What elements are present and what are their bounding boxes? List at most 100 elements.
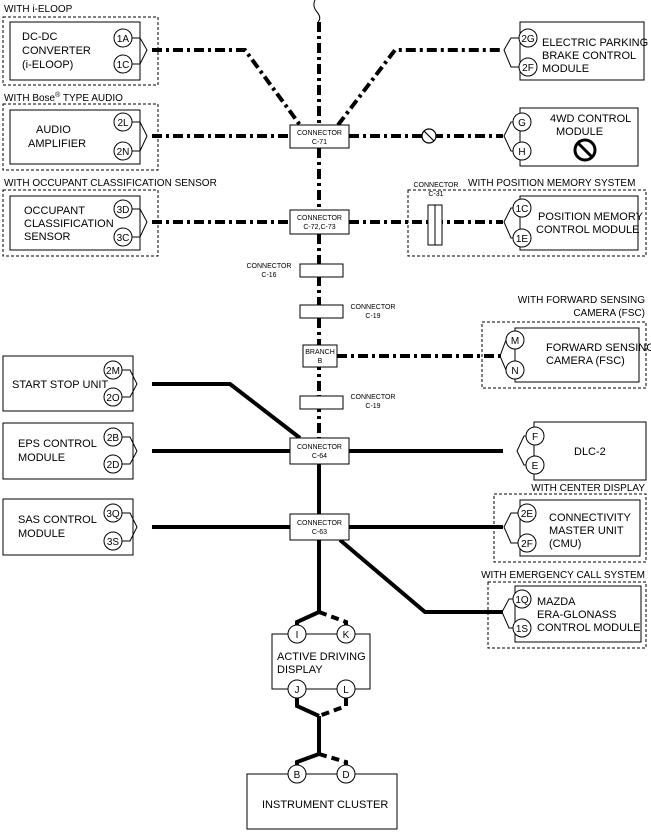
svg-text:INSTRUMENT CLUSTER: INSTRUMENT CLUSTER (262, 799, 388, 811)
svg-text:DC-DC: DC-DC (22, 31, 57, 43)
sas-control-module: SAS CONTROL MODULE 3Q 3S (2, 498, 138, 556)
center-option-frame (493, 493, 647, 563)
pin-2e (517, 503, 537, 523)
svg-text:CLASSIFICATION: CLASSIFICATION (24, 218, 114, 230)
pin-2d (103, 454, 123, 474)
pin-2f (518, 57, 538, 77)
connector-c16: CONNECTOR C-16 (247, 263, 344, 279)
svg-text:(i-ELOOP): (i-ELOOP) (22, 59, 73, 71)
pin-f (525, 426, 545, 446)
ocs-option-frame (2, 189, 159, 257)
svg-text:2D: 2D (107, 460, 120, 471)
connector-c19-lower: CONNECTOR C-19 (299, 394, 396, 410)
svg-text:E: E (532, 461, 539, 472)
svg-text:3Q: 3Q (106, 509, 120, 520)
not-applicable-icon (421, 128, 437, 144)
svg-text:D: D (342, 770, 349, 781)
dcdc-converter-module: DC-DC CONVERTER (i-ELOOP) 1A 1C (9, 21, 148, 81)
pin-2g (518, 28, 538, 48)
group-label-era: WITH EMERGENCY CALL SYSTEM (481, 570, 645, 581)
svg-text:C-31: C-31 (428, 191, 443, 198)
dlc-2-module: DLC-2 F E (516, 421, 647, 481)
svg-text:CONNECTOR: CONNECTOR (351, 304, 396, 311)
group-label-posmem: WITH POSITION MEMORY SYSTEM (468, 178, 635, 189)
svg-text:C-19: C-19 (365, 403, 380, 410)
era-option-frame (487, 581, 647, 649)
svg-text:L: L (343, 685, 349, 696)
pin-3d (113, 199, 133, 219)
svg-text:M: M (511, 336, 519, 347)
svg-text:C-63: C-63 (312, 529, 327, 536)
pin-n (505, 360, 525, 380)
pin-3s (103, 531, 123, 551)
pin-k (336, 624, 356, 644)
connector-c72-c73: CONNECTOR C-72,C-73 (289, 209, 350, 235)
svg-text:ELECTRIC PARKING: ELECTRIC PARKING (542, 37, 648, 49)
pin-1q (512, 589, 532, 609)
dcdc-wire (152, 48, 302, 127)
svg-text:C-72,C-73: C-72,C-73 (303, 224, 335, 231)
awd-control-module: 4WD CONTROL MODULE G H (503, 107, 639, 167)
pin-3q (103, 503, 123, 523)
eps-control-module: EPS CONTROL MODULE 2B 2D (2, 422, 138, 480)
svg-text:CONVERTER: CONVERTER (22, 45, 91, 57)
fsc-option-frame (481, 321, 647, 389)
pin-2l (113, 112, 133, 132)
svg-text:ACTIVE DRIVING: ACTIVE DRIVING (277, 651, 366, 663)
group-label-ieloop: WITH i-ELOOP (4, 4, 73, 15)
svg-text:DISPLAY: DISPLAY (277, 664, 323, 676)
svg-text:4WD CONTROL: 4WD CONTROL (550, 113, 631, 125)
connector-c19-upper: CONNECTOR C-19 (299, 304, 396, 320)
cmu-module: CONNECTIVITY MASTER UNIT (CMU) 2E 2F (503, 499, 641, 557)
svg-text:2M: 2M (106, 366, 120, 377)
svg-text:1A: 1A (117, 34, 130, 45)
svg-text:2N: 2N (117, 147, 130, 158)
svg-text:CONTROL MODULE: CONTROL MODULE (537, 622, 641, 634)
svg-text:CONNECTOR: CONNECTOR (297, 130, 342, 137)
pin-m (505, 330, 525, 350)
svg-text:START STOP UNIT: START STOP UNIT (12, 379, 108, 391)
svg-text:MODULE: MODULE (542, 63, 589, 75)
svg-text:C-71: C-71 (312, 139, 327, 146)
audio-amplifier-module: AUDIO AMPLIFIER 2L 2N (9, 109, 148, 165)
svg-text:EPS CONTROL: EPS CONTROL (18, 438, 97, 450)
pin-2b (103, 427, 123, 447)
pin-2f-cmu (517, 533, 537, 553)
svg-text:CONNECTOR: CONNECTOR (351, 394, 396, 401)
svg-text:2E: 2E (521, 509, 534, 520)
epb-control-module: ELECTRIC PARKING BRAKE CONTROL MODULE 2G… (503, 21, 648, 81)
svg-text:3D: 3D (117, 205, 130, 216)
pin-l (336, 679, 356, 699)
svg-text:AUDIO: AUDIO (36, 124, 71, 136)
svg-text:FORWARD SENSING: FORWARD SENSING (546, 342, 651, 354)
svg-text:G: G (518, 118, 526, 129)
instrument-cluster-module: B D INSTRUMENT CLUSTER (246, 764, 398, 830)
pin-j (287, 679, 307, 699)
svg-text:(CMU): (CMU) (549, 538, 581, 550)
pin-1c-pm (512, 198, 532, 218)
ic-wire-j (295, 698, 320, 718)
svg-text:CONNECTOR: CONNECTOR (297, 215, 342, 222)
svg-text:J: J (295, 685, 300, 696)
svg-text:POSITION MEMORY: POSITION MEMORY (538, 211, 644, 223)
pin-2n (113, 141, 133, 161)
bose-option-frame (2, 103, 159, 171)
svg-text:SAS CONTROL: SAS CONTROL (18, 514, 97, 526)
svg-text:C-64: C-64 (312, 453, 327, 460)
ocs-module: OCCUPANT CLASSIFICATION SENSOR 3D 3C (9, 195, 148, 251)
pin-1e (512, 228, 532, 248)
era-glonass-module: MAZDA ERA-GLONASS CONTROL MODULE 1Q 1S (501, 585, 642, 643)
pin-b (287, 764, 307, 784)
svg-text:C-16: C-16 (261, 272, 276, 279)
svg-text:2F: 2F (522, 63, 534, 74)
svg-text:ERA-GLONASS: ERA-GLONASS (537, 609, 616, 621)
svg-text:1E: 1E (516, 234, 529, 245)
svg-text:OCCUPANT: OCCUPANT (24, 205, 85, 217)
svg-text:1S: 1S (516, 624, 529, 635)
svg-text:MASTER UNIT: MASTER UNIT (549, 525, 624, 537)
pin-h (512, 141, 532, 161)
svg-text:MODULE: MODULE (18, 452, 65, 464)
svg-text:3S: 3S (107, 537, 120, 548)
svg-text:B: B (294, 770, 301, 781)
svg-text:1C: 1C (516, 204, 529, 215)
